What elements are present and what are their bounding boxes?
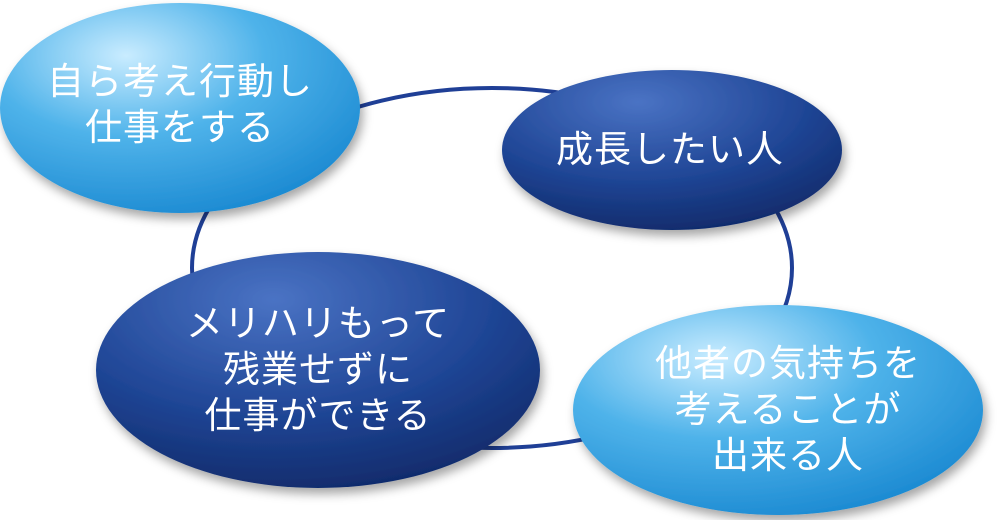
node-self-directed-line-1: 自ら考え行動し (47, 60, 313, 103)
node-empathy-line-2: 考えることが (674, 388, 902, 431)
cycle-ring (190, 86, 794, 450)
node-growth-ellipse (502, 70, 842, 230)
node-growth-label: 成長したい人 (510, 100, 830, 200)
node-self-directed-line-2: 仕事をする (85, 106, 275, 149)
node-self-directed-ellipse (0, 3, 360, 213)
node-work-life-ellipse (96, 252, 540, 488)
node-empathy-line-1: 他者の気持ちを (655, 342, 921, 385)
node-empathy-label: 他者の気持ちを 考えることが 出来る人 (598, 330, 978, 490)
node-work-life-line-3: 仕事ができる (204, 394, 432, 437)
node-self-directed-label: 自ら考え行動し 仕事をする (10, 30, 350, 180)
node-work-life-label: メリハリもって 残業せずに 仕事ができる (118, 290, 518, 450)
node-growth-line-1: 成長したい人 (556, 128, 784, 171)
node-empathy-ellipse (573, 305, 983, 515)
node-work-life-line-1: メリハリもって (185, 302, 451, 345)
node-empathy-line-3: 出来る人 (712, 434, 864, 477)
node-work-life-line-2: 残業せずに (223, 348, 413, 391)
